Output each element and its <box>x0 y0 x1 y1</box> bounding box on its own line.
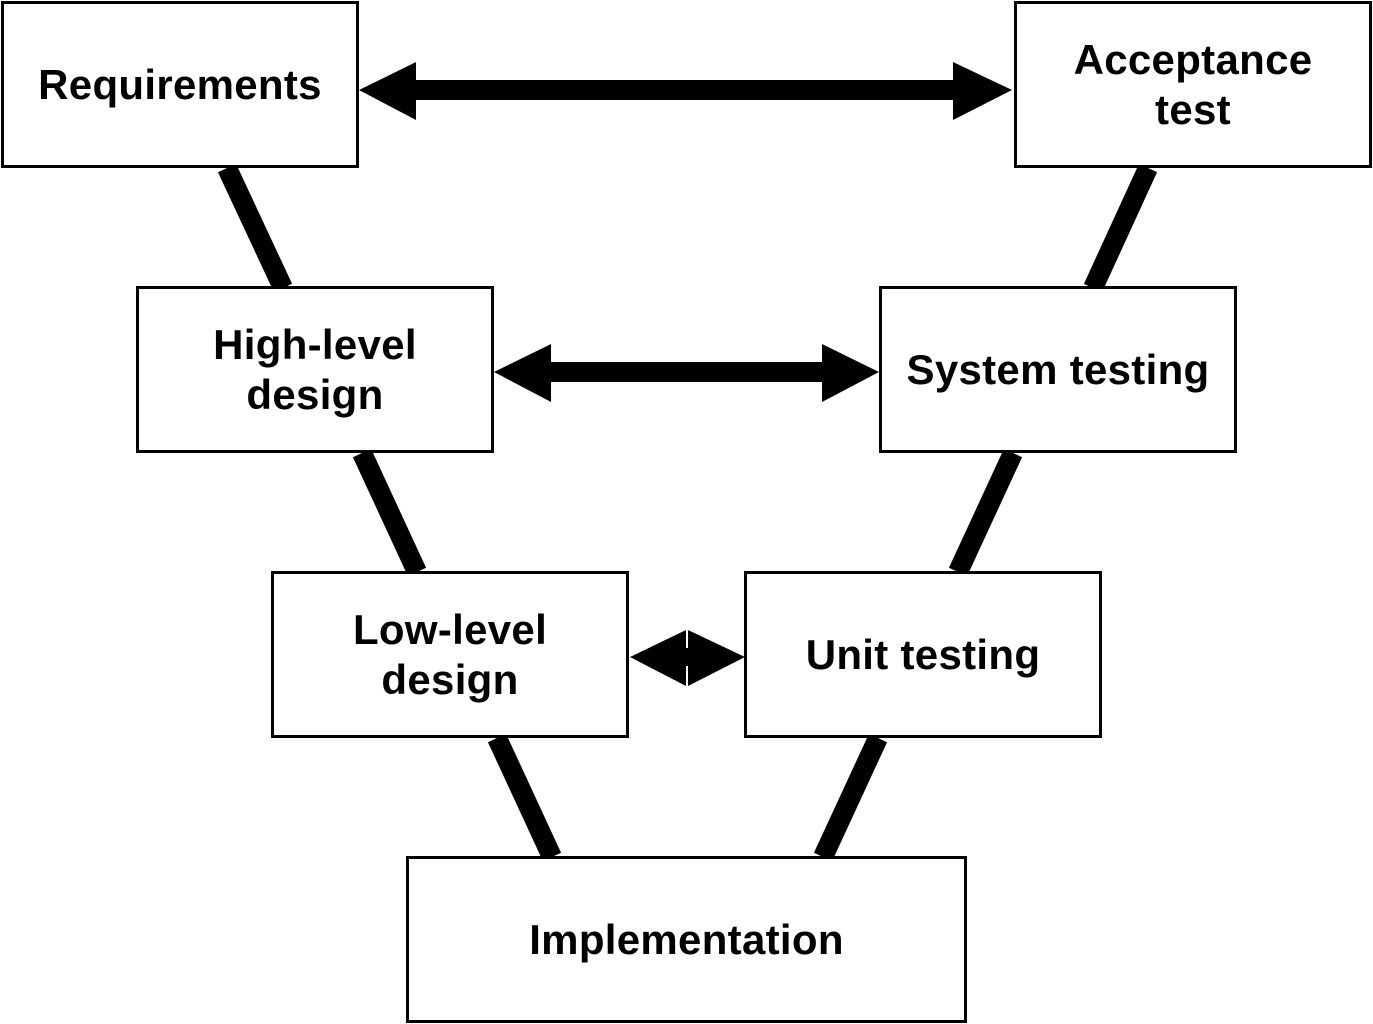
system-testing-box: System testing <box>879 286 1237 453</box>
system-testing-label: System testing <box>906 345 1210 393</box>
connector-system-testing-unit-testing <box>948 448 1023 577</box>
double-arrow-low-level-design-unit-testing <box>630 630 745 686</box>
connector-low-level-design-implementation <box>487 733 562 862</box>
high-level-design-label: High-level design <box>213 320 417 418</box>
low-level-design-label: Low-level design <box>352 605 548 703</box>
connector-acceptance-test-system-testing <box>1083 163 1158 293</box>
double-arrow-high-level-design-system-testing <box>494 344 879 402</box>
unit-testing-label: Unit testing <box>805 630 1041 678</box>
double-arrow-requirements-acceptance-test <box>359 62 1012 120</box>
connector-requirements-high-level-design <box>217 163 293 293</box>
requirements-box: Requirements <box>1 1 359 168</box>
unit-testing-box: Unit testing <box>744 571 1102 738</box>
implementation-label: Implementation <box>529 915 844 963</box>
acceptance-test-label: Acceptance test <box>1073 35 1313 133</box>
high-level-design-box: High-level design <box>136 286 494 453</box>
acceptance-test-box: Acceptance test <box>1014 1 1372 168</box>
connector-unit-testing-implementation <box>813 733 888 862</box>
requirements-label: Requirements <box>38 60 322 108</box>
low-level-design-box: Low-level design <box>271 571 629 738</box>
implementation-box: Implementation <box>406 856 967 1023</box>
connector-high-level-design-low-level-design <box>352 448 427 577</box>
